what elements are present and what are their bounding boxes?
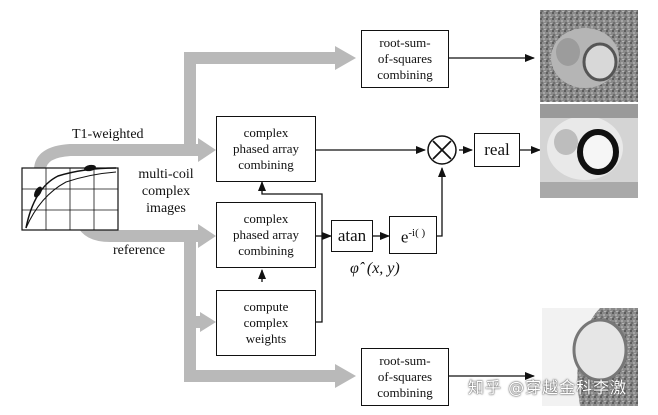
gray-arrow-to-rss-top — [184, 52, 335, 150]
weights-line-1: compute — [243, 299, 289, 314]
weights-line-3: weights — [245, 331, 287, 346]
multicoil-line-1: multi-coil — [138, 167, 194, 182]
phi-hat-symbol: φ̂ — [350, 260, 359, 277]
rss-top-line-1: root-sum- — [379, 35, 431, 50]
compute-weights-box: compute complex weights — [216, 290, 316, 356]
phi-hat-label: φ̂ (x, y) — [350, 260, 400, 277]
multicoil-label: multi-coil complex images — [128, 166, 204, 217]
mri-heart-image-icon — [540, 10, 638, 406]
gray-arrow-to-rss-bottom — [184, 236, 335, 382]
complex-1-line-2: phased array — [232, 141, 300, 156]
complex-2-line-3: combining — [238, 243, 294, 258]
exp-box: e-i( ) — [389, 216, 437, 254]
multicoil-line-2: complex — [141, 184, 191, 199]
weights-line-2: complex — [243, 315, 289, 330]
complex-phased-array-box-1: complex phased array combining — [216, 116, 316, 182]
atan-label: atan — [337, 226, 367, 245]
complex-1-line-3: combining — [238, 157, 294, 172]
complex-2-line-1: complex — [243, 211, 289, 226]
complex-phased-array-box-2: complex phased array combining — [216, 202, 316, 268]
reference-label: reference — [113, 243, 166, 258]
rss-bottom-line-2: of-squares — [377, 369, 433, 384]
mri-image-top — [540, 10, 638, 102]
rss-top-line-2: of-squares — [377, 51, 433, 66]
t1-curve-plot-icon — [21, 164, 119, 231]
gray-arrowheads — [198, 46, 356, 388]
real-label: real — [484, 140, 510, 159]
atan-box: atan — [331, 220, 373, 252]
phi-args: (x, y) — [366, 260, 400, 277]
mri-image-middle — [540, 104, 638, 198]
exp-power: -i( ) — [408, 226, 426, 239]
rss-combining-box-top: root-sum- of-squares combining — [361, 30, 449, 88]
rss-combining-box-bottom: root-sum- of-squares combining — [361, 348, 449, 406]
real-box: real — [474, 133, 520, 167]
exp-expression: e-i( ) — [401, 225, 425, 246]
exp-base: e — [400, 227, 409, 247]
complex-2-line-2: phased array — [232, 227, 300, 242]
signal-lines — [258, 54, 541, 380]
t1-weighted-label: T1-weighted — [72, 127, 144, 142]
complex-1-line-1: complex — [243, 125, 289, 140]
rss-bottom-line-3: combining — [377, 385, 433, 400]
multiply-circle-icon — [427, 135, 457, 165]
rss-top-line-3: combining — [377, 67, 433, 82]
watermark: 知乎 @穿越金科李激 — [468, 378, 628, 397]
multicoil-line-3: images — [146, 201, 186, 216]
rss-bottom-line-1: root-sum- — [379, 353, 431, 368]
mri-image-bottom — [542, 308, 638, 406]
gray-arrow-to-complex-1 — [34, 144, 198, 171]
